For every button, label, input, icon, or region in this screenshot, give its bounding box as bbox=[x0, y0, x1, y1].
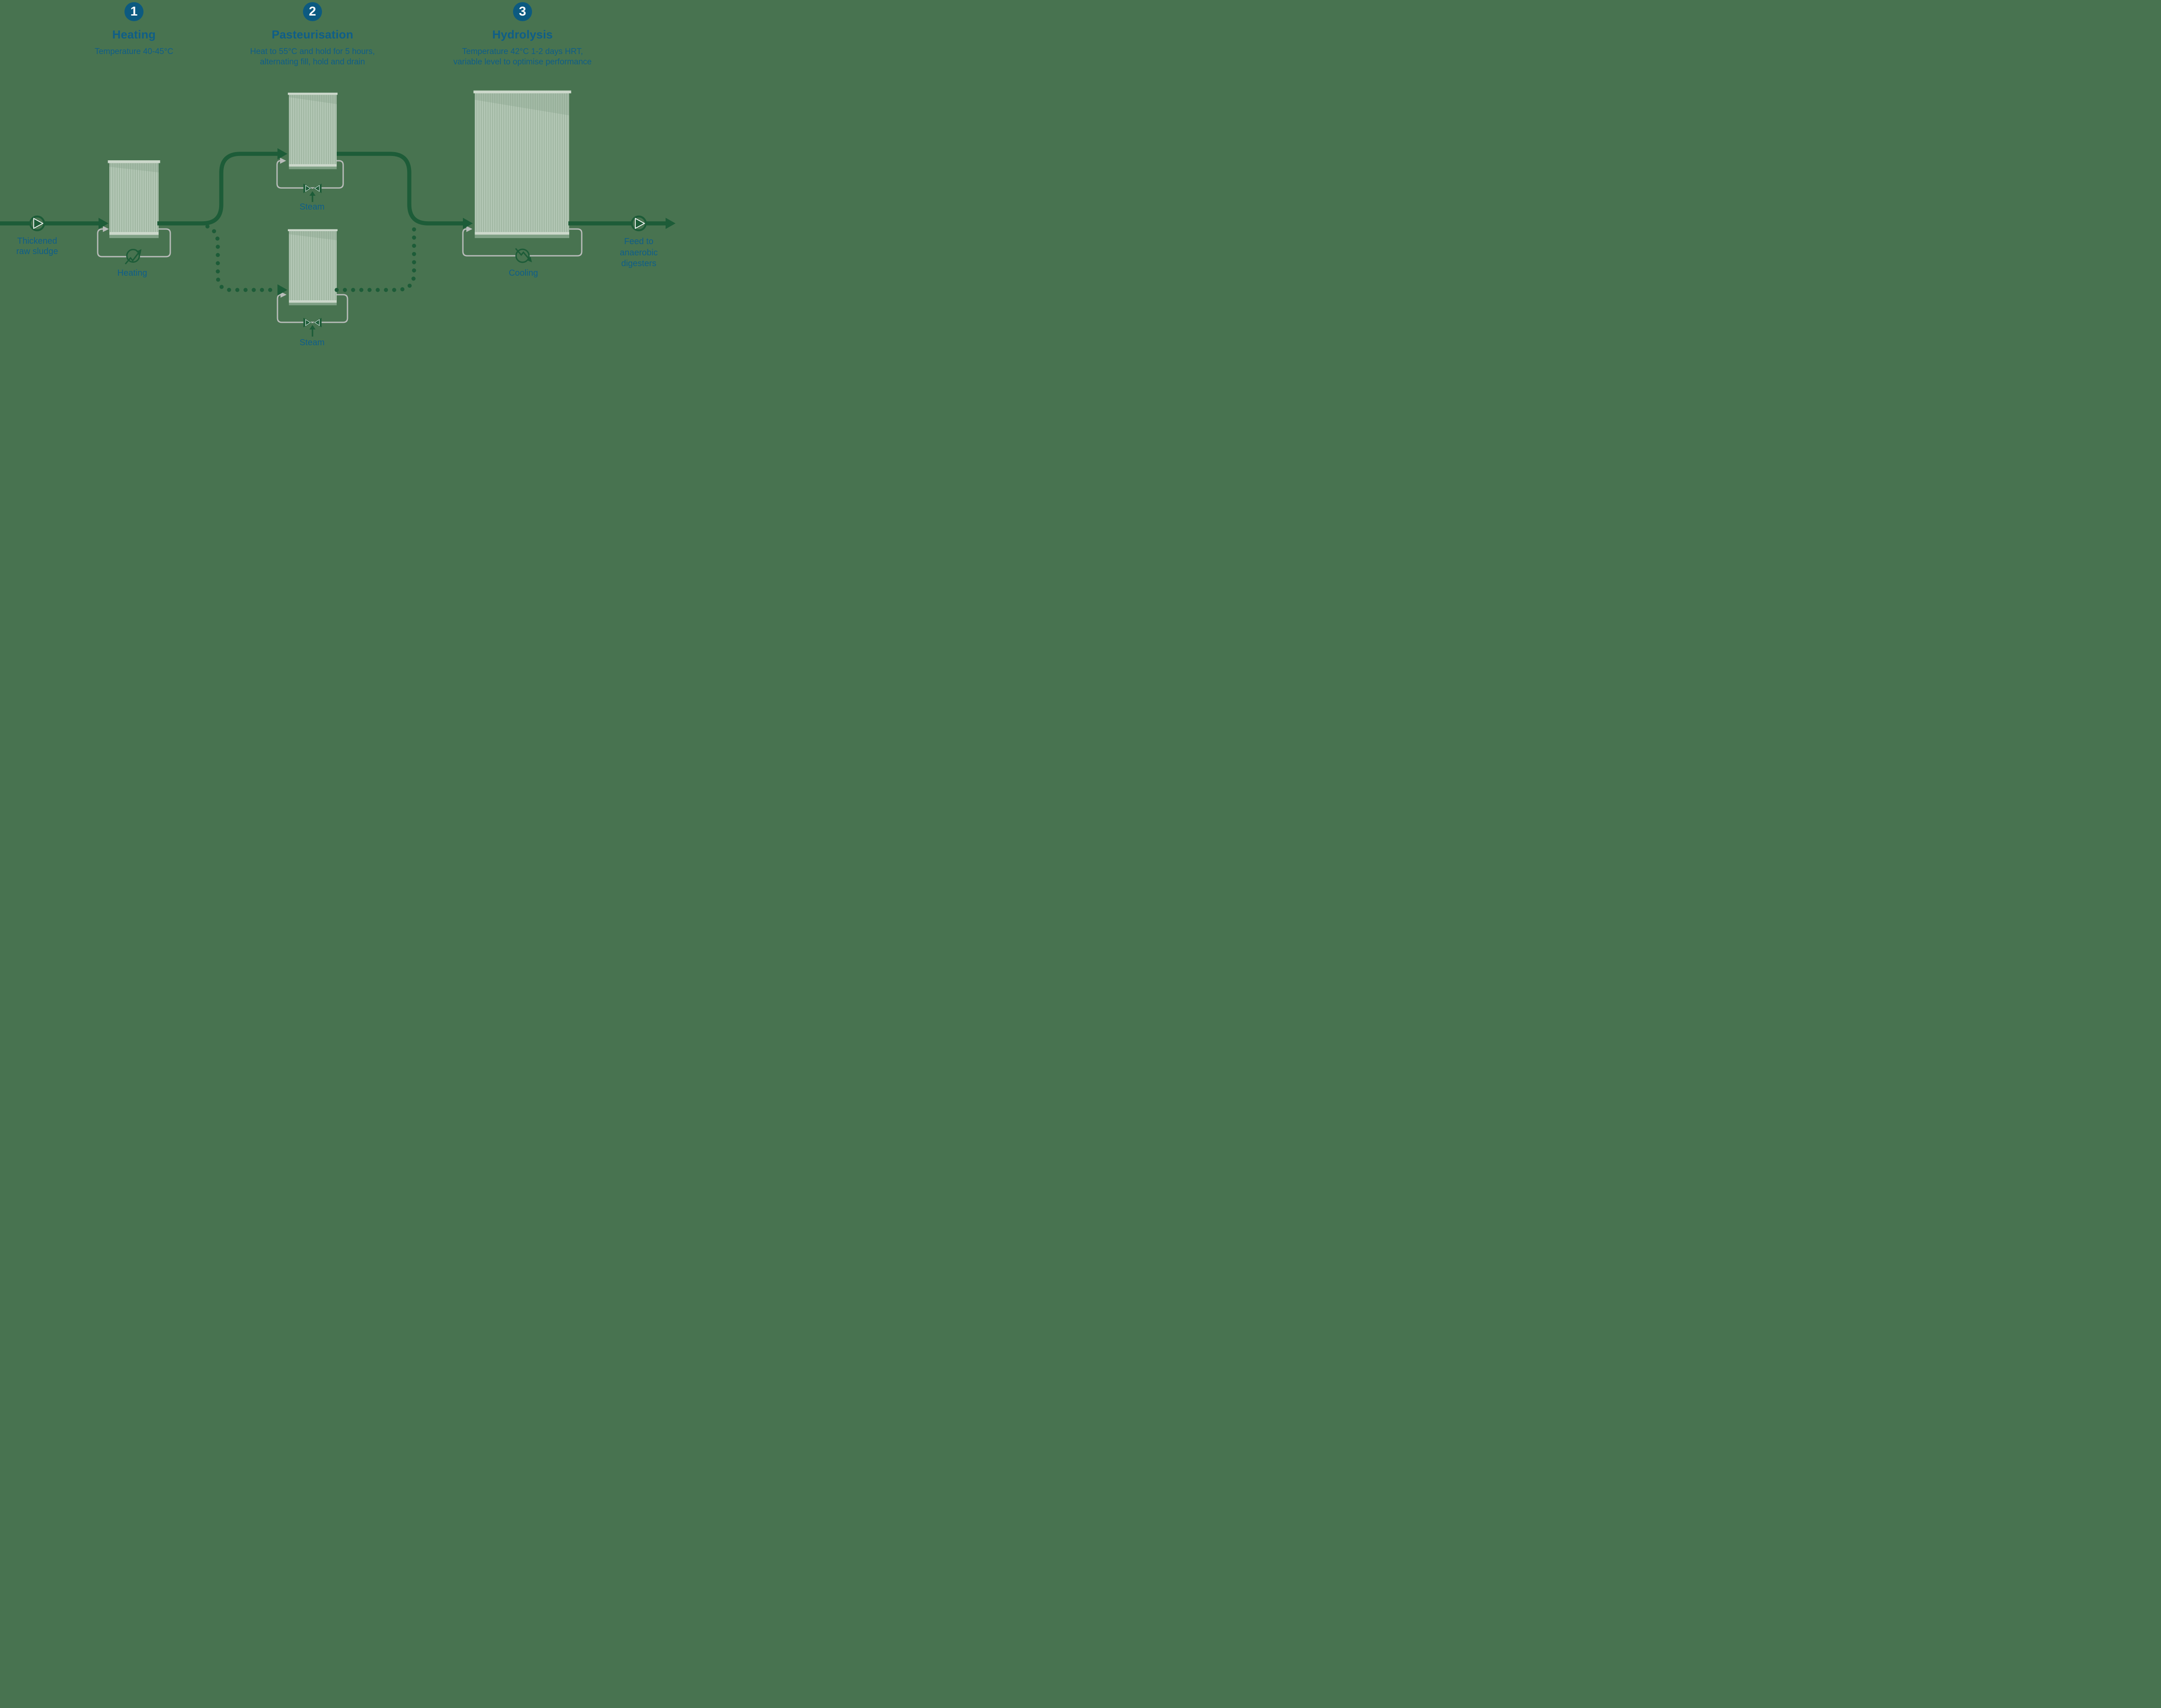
step-1-subtitle: Temperature 40-45°C bbox=[13, 47, 255, 57]
outlet-label: Feed to anaerobic digesters bbox=[596, 236, 678, 270]
flow-arrow-icon bbox=[666, 218, 676, 229]
step-1-title: Heating bbox=[112, 28, 156, 41]
flow-arrow-icon bbox=[277, 284, 287, 296]
step-2-badge: 2 bbox=[303, 2, 322, 21]
tank1-recirculation-loop bbox=[97, 228, 171, 258]
outlet-label-line1: Feed to bbox=[624, 237, 653, 246]
flow-arrow-icon bbox=[99, 218, 108, 229]
steam-valve-icon-lower bbox=[303, 318, 322, 337]
step-2-subtitle-line1: Heat to 55°C and hold for 5 hours, bbox=[250, 47, 375, 56]
lower-tank-recirculation-loop bbox=[277, 294, 348, 323]
step-2-subtitle: Heat to 55°C and hold for 5 hours, alter… bbox=[191, 47, 433, 67]
step-1-header: 1 Heating Temperature 40-45°C bbox=[13, 2, 255, 57]
flow-arrow-icon bbox=[463, 218, 473, 229]
upper-loop-arrow-icon bbox=[280, 158, 286, 164]
upper-tank-recirculation-loop bbox=[276, 160, 344, 189]
step-3-subtitle: Temperature 42°C 1-2 days HRT, variable … bbox=[402, 47, 644, 67]
diagram-graphics bbox=[0, 90, 676, 337]
step-1-badge: 1 bbox=[124, 2, 143, 21]
process-diagram: 1 Heating Temperature 40-45°C 2 Pasteuri… bbox=[0, 0, 678, 349]
pump-icon-inlet bbox=[29, 215, 45, 232]
outlet-label-line3: digesters bbox=[621, 259, 657, 268]
steam-label-lower: Steam bbox=[300, 338, 325, 347]
inlet-label-line2: raw sludge bbox=[16, 247, 58, 256]
cooling-exchanger-label: Cooling bbox=[509, 268, 538, 278]
flow-arrow-icon bbox=[277, 148, 287, 159]
step-2-subtitle-line2: alternating fill, hold and drain bbox=[260, 57, 365, 67]
step-3-badge: 3 bbox=[513, 2, 532, 21]
pasteurisation-tank-upper bbox=[288, 92, 338, 169]
step-3-subtitle-line2: variable level to optimise performance bbox=[453, 57, 592, 67]
pasteurisation-tank-lower bbox=[288, 229, 338, 305]
steam-label-upper: Steam bbox=[300, 202, 325, 212]
main-flow-line bbox=[0, 152, 666, 226]
heating-exchanger-label: Heating bbox=[117, 268, 147, 278]
hydrolysis-recirculation-loop bbox=[462, 228, 583, 257]
heat-exchanger-icon-cooling bbox=[515, 248, 532, 263]
steam-valve-icon-upper bbox=[303, 184, 322, 202]
heat-exchanger-icon-heating bbox=[124, 248, 142, 265]
tank1-loop-arrow-icon bbox=[103, 226, 109, 232]
hydrolysis-tank bbox=[473, 90, 571, 238]
step-3-subtitle-line1: Temperature 42°C 1-2 days HRT, bbox=[462, 47, 583, 56]
inlet-label: Thickened raw sludge bbox=[0, 236, 74, 257]
step-1-subtitle-line1: Temperature 40-45°C bbox=[95, 47, 173, 56]
step-2-header: 2 Pasteurisation Heat to 55°C and hold f… bbox=[191, 2, 433, 67]
pump-icon-outlet bbox=[631, 215, 647, 232]
step-2-title: Pasteurisation bbox=[271, 28, 354, 41]
heating-tank bbox=[108, 160, 160, 238]
inlet-label-line1: Thickened bbox=[17, 236, 57, 246]
hydrolysis-loop-arrow-icon bbox=[466, 226, 472, 232]
step-3-title: Hydrolysis bbox=[492, 28, 553, 41]
step-3-header: 3 Hydrolysis Temperature 42°C 1-2 days H… bbox=[402, 2, 644, 67]
dotted-bypass-line bbox=[205, 224, 416, 292]
lower-loop-arrow-icon bbox=[280, 292, 287, 298]
outlet-label-line2: anaerobic bbox=[620, 248, 658, 258]
